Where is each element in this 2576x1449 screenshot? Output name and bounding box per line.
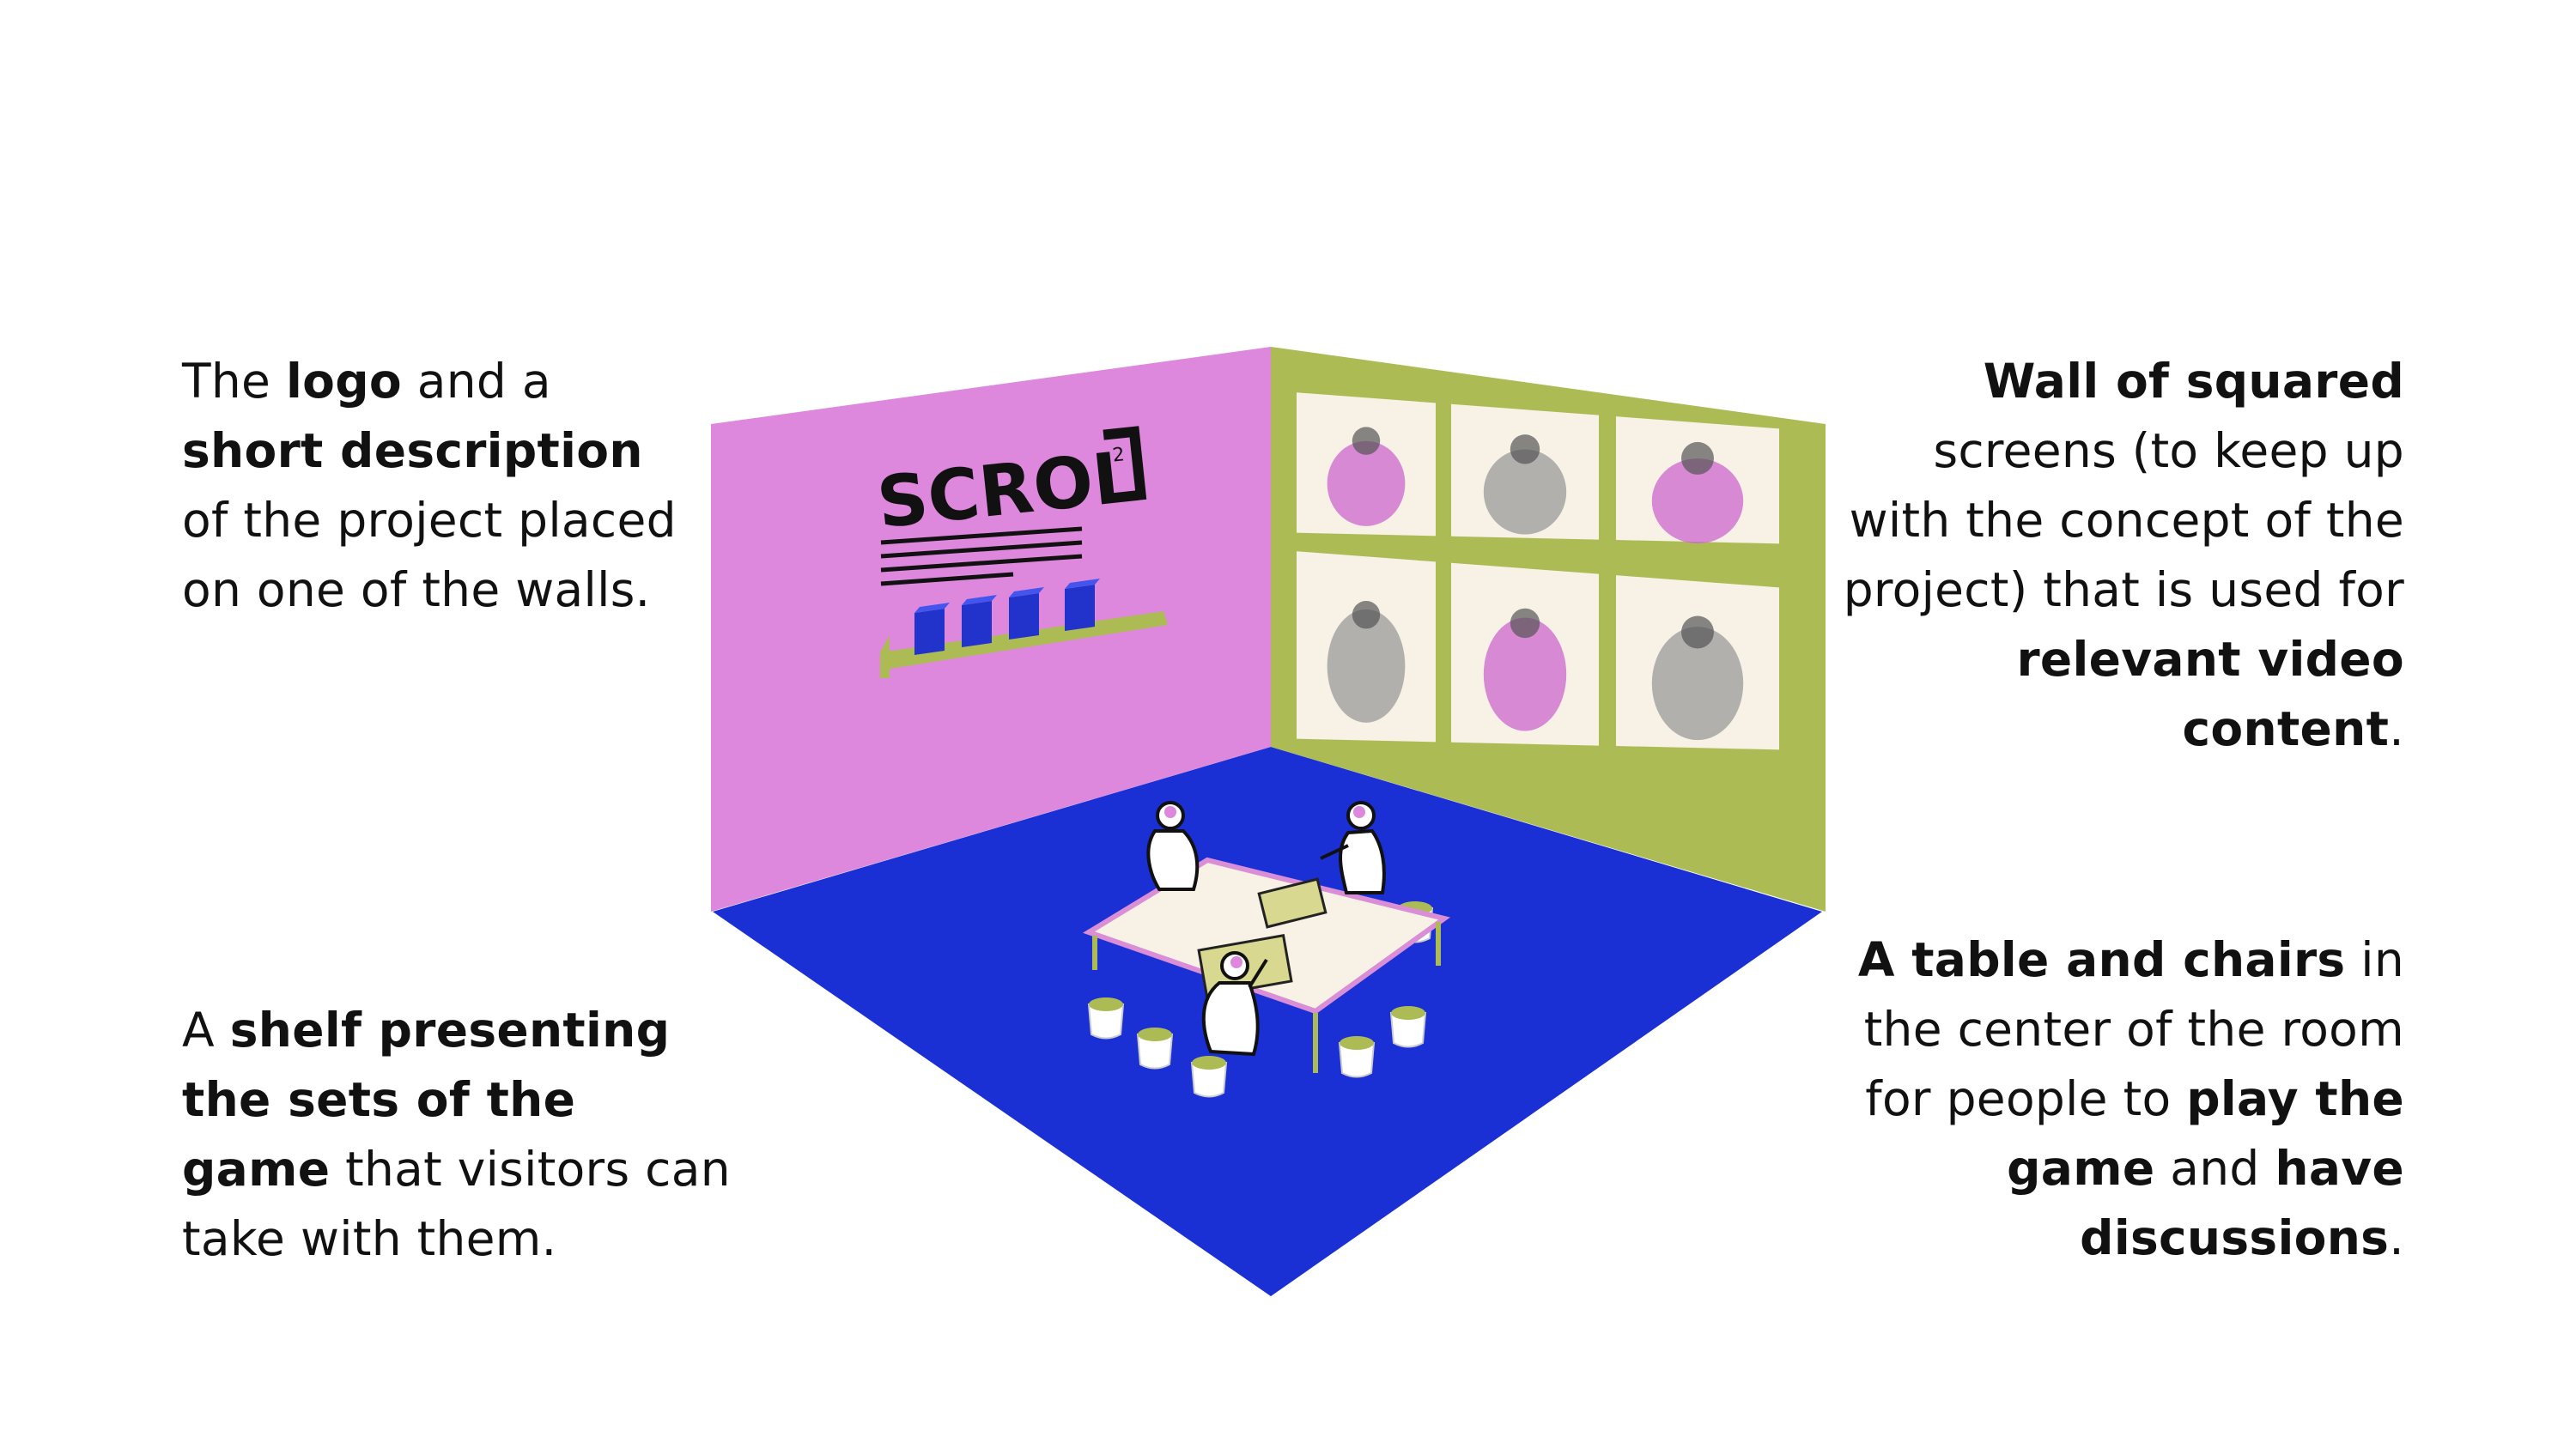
stool-5	[1389, 1006, 1427, 1048]
annotation-run: shelf presenting the sets of the game	[182, 1003, 671, 1197]
game-box-4	[1065, 579, 1100, 631]
screen-artwork-5	[1483, 617, 1567, 731]
annotation-run: and a	[401, 354, 551, 409]
annotation-run: have discussions	[2080, 1141, 2404, 1265]
screen-artwork-head-3	[1681, 441, 1714, 475]
stool-4	[1338, 1036, 1376, 1078]
description-lines	[880, 526, 1083, 586]
shelf-board	[880, 611, 1168, 670]
stool-3	[1190, 1056, 1228, 1098]
screen-artwork-head-2	[1510, 434, 1540, 464]
annotation-run: relevant video content	[2016, 632, 2404, 756]
annotation-run: A table and chairs	[1857, 932, 2346, 987]
annotation-logo-description: The logo and a short description of the …	[182, 347, 697, 625]
stool-1	[1087, 997, 1125, 1040]
table-legs	[1092, 922, 1441, 1073]
screen-artwork-6	[1651, 627, 1744, 741]
game-box-1	[914, 603, 950, 655]
screen-artwork-1	[1327, 440, 1406, 526]
annotation-run: .	[2389, 1210, 2404, 1265]
screen-artwork-3	[1651, 458, 1744, 544]
game-box-2	[962, 595, 997, 647]
annotation-run: logo	[285, 354, 402, 409]
annotation-run: that visitors can take with them.	[182, 1142, 731, 1266]
room-floor	[713, 747, 1822, 1296]
annotation-run: play the game	[2007, 1071, 2404, 1196]
annotation-run: screens (to keep up with the concept of …	[1843, 423, 2404, 617]
stool-2	[1136, 1028, 1174, 1070]
annotation-run: and	[2154, 1141, 2275, 1196]
annotation-run: The	[182, 354, 286, 409]
screen-artwork-4	[1327, 609, 1406, 723]
game-shelf	[880, 579, 1168, 678]
annotation-shelf: A shelf presenting the sets of the game …	[182, 996, 732, 1274]
annotation-run: of the project placed on one of the wall…	[182, 493, 677, 617]
screen-grid	[1297, 392, 1779, 750]
table-group	[1083, 801, 1451, 1098]
annotation-run: Wall of squared	[1983, 354, 2404, 409]
logo-superscript: 2	[1111, 444, 1126, 466]
annotation-run: A	[182, 1003, 230, 1058]
annotation-screen-wall: Wall of squared screens (to keep up with…	[1820, 347, 2404, 764]
person-2	[1320, 801, 1386, 894]
annotation-run: in the center of the room for people to	[1863, 932, 2404, 1126]
screen-artwork-head-6	[1681, 615, 1714, 649]
annotation-run: .	[2389, 701, 2404, 756]
game-cards	[1197, 877, 1327, 998]
shelf-back	[880, 635, 890, 678]
person-1	[1146, 801, 1200, 891]
screen-artwork-2	[1483, 449, 1567, 535]
game-box-3	[1009, 587, 1044, 640]
screen-artwork-head-5	[1510, 608, 1540, 639]
annotation-table-chairs: A table and chairs in the center of the …	[1820, 925, 2404, 1273]
logo-bracket-icon	[1103, 426, 1147, 501]
person-3	[1201, 951, 1268, 1057]
screen-artwork-head-4	[1352, 601, 1381, 629]
annotation-run: short description	[182, 423, 643, 478]
screen-artwork-head-1	[1352, 427, 1381, 455]
